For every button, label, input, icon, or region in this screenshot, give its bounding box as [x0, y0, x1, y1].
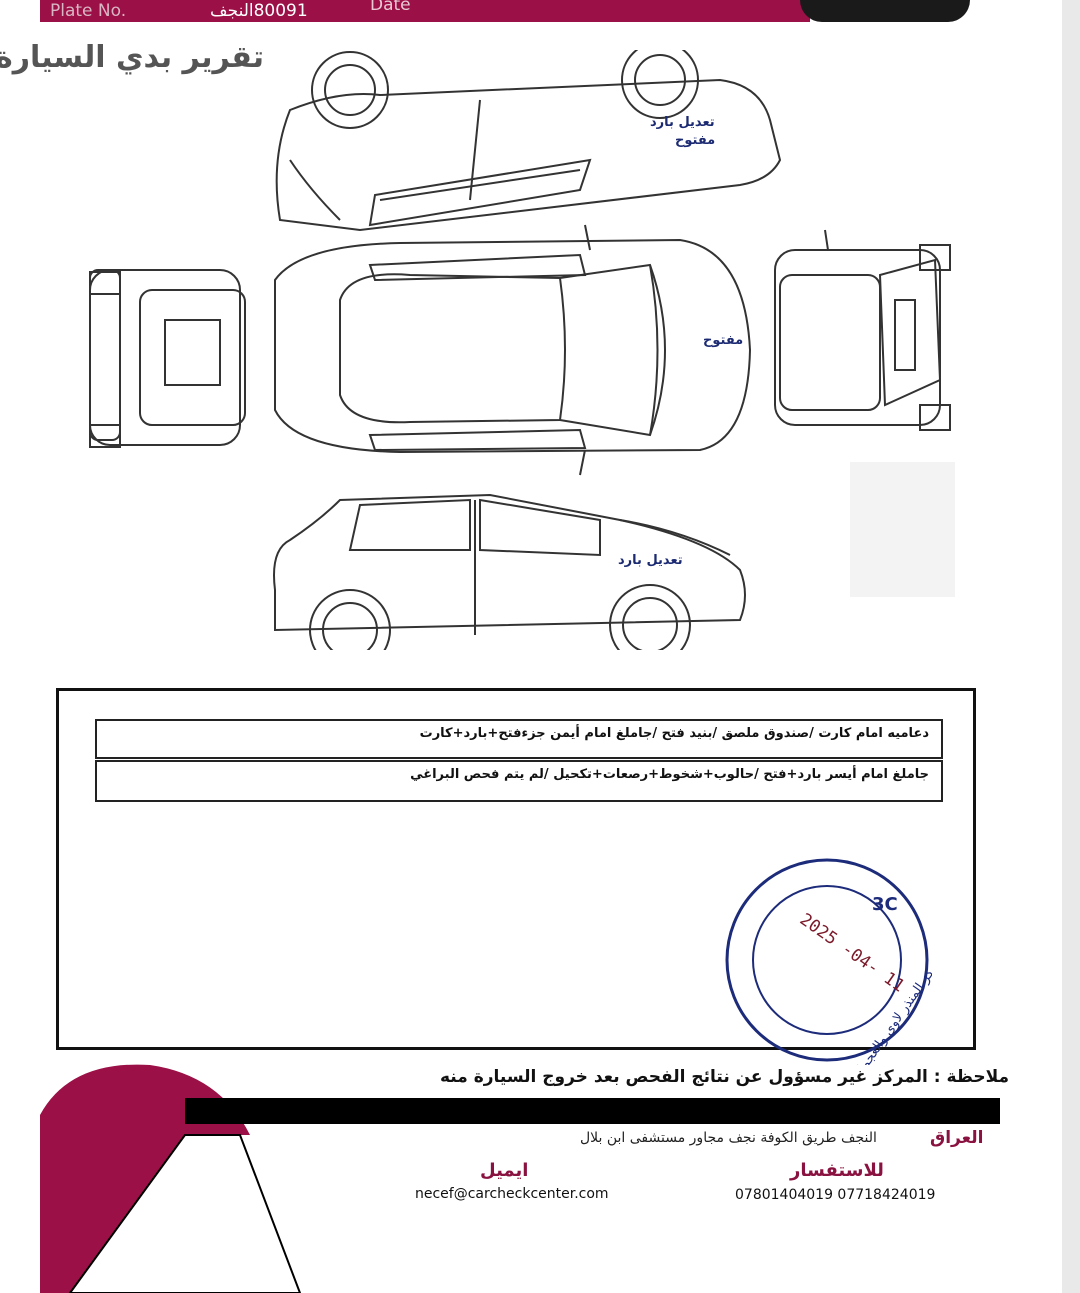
plate-label: Plate No. — [50, 1, 127, 21]
header-bar: Plate No. 80091النجف Date — [40, 0, 810, 22]
plate-value: 80091النجف — [210, 1, 308, 21]
annotation-roof: مفتوح — [703, 333, 744, 348]
note-row-1: دعاميه امام كارت /صندوق ملصق /بنيد فتح /… — [95, 719, 943, 759]
car-top-view — [274, 224, 752, 476]
note-row-2: جاملغ امام أيسر بارد+فتح /حالوب+شخوط+رصع… — [95, 760, 943, 802]
page-title: تقرير بدي السيارة — [0, 40, 264, 75]
car-side-view-bottom — [273, 493, 746, 650]
annotation-top-view-line1: تعديل بارد — [650, 115, 715, 130]
background-surface — [1062, 0, 1080, 1293]
scan-shadow — [850, 462, 955, 597]
car-side-view-top — [275, 50, 782, 232]
header-notch — [800, 0, 970, 22]
address-text: النجف طريق الكوفة نجف مجاور مستشفى ابن ب… — [580, 1130, 877, 1146]
car-rear-view — [89, 269, 246, 448]
notes-box: دعاميه امام كارت /صندوق ملصق /بنيد فتح /… — [56, 688, 976, 1050]
footer-black-band — [185, 1098, 1000, 1124]
phone-label: للاستفسار — [790, 1160, 884, 1181]
disclaimer-note: ملاحظة : المركز غير مسؤول عن نتائج الفحص… — [440, 1067, 1010, 1087]
car-diagram — [89, 50, 951, 650]
phone-numbers[interactable]: 07801404019 07718424019 — [735, 1187, 936, 1203]
footer-brand-shape — [40, 1064, 302, 1293]
email-address[interactable]: necef@carcheckcenter.com — [415, 1186, 609, 1202]
annotation-side-view: تعديل بارد — [618, 553, 683, 568]
inspection-stamp: 3C 2025 -04- 11 مركز المنذر لاوي والعجما… — [725, 858, 932, 1065]
stamp-code: 3C — [872, 894, 898, 915]
date-label: Date — [370, 0, 411, 15]
car-front-view — [774, 229, 951, 431]
annotation-top-view-line2: مفتوح — [675, 133, 716, 148]
email-label: ايميل — [480, 1160, 529, 1181]
address-label: العراق — [930, 1128, 984, 1148]
